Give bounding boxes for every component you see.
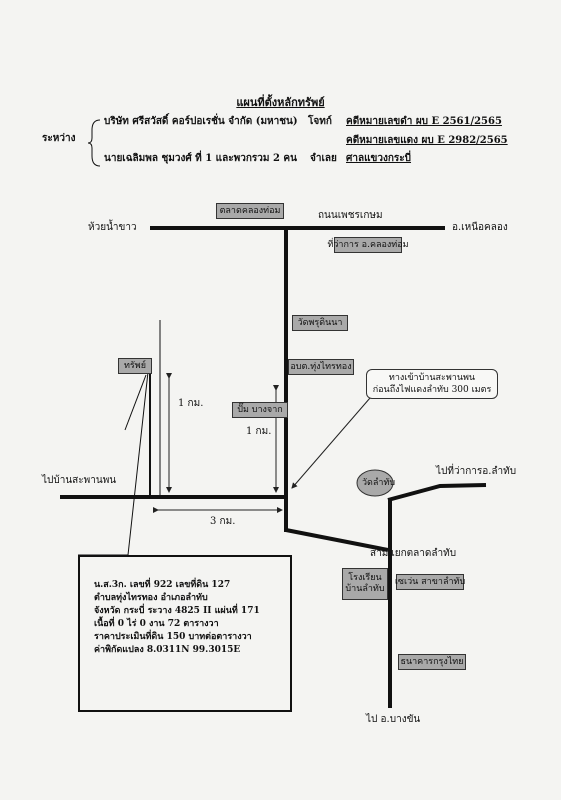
landmark-gas-station: ปั๊ม บางจาก [232,402,288,418]
case-black-number: คดีหมายเลขดำ ผบ E 2561/2565 [346,116,502,127]
between-label: ระหว่าง [42,133,76,144]
plaintiff-name: บริษัท ศรีสวัสดิ์ คอร์ปอเรชั่น จำกัด (มห… [104,116,298,127]
deed-line-2: ตำบลทุ่งไทรทอง อำเภอลำทับ [94,593,208,603]
road-diagonal [285,528,389,552]
deed-line-5: ราคาประเมินที่ดิน 150 บาทต่อตารางวา [94,632,252,642]
landmark-temple-lamthap: วัดลำทับ [362,478,396,488]
deed-line-6: ค่าพิกัดแปลง 8.0311N 99.3015E [94,645,241,655]
defendant-name: นายเฉลิมพล ชุมวงศ์ ที่ 1 และพวกรวม 2 คน [104,153,297,164]
page-title: แผนที่ตั้งหลักทรัพย์ [236,96,325,109]
landmark-market: ตลาดคลองท่อม [216,203,284,219]
school-line-1: โรงเรียน [348,573,382,583]
label-lamthap-junction: สามแยกตลาดลำทับ [370,548,457,559]
label-huai-nam-khao: ห้วยน้ำขาว [88,222,137,233]
line-property-pointer [124,374,147,431]
deed-line-4: เนื้อที่ 0 ไร่ 0 งาน 72 ตารางวา [94,619,219,629]
callout-line-2: ก่อนถึงไฟแดงลำทับ 300 เมตร [372,385,492,395]
brace [88,119,101,167]
road-to-lamthap [387,483,487,502]
distance-vertical-right: 1 กม. [246,426,272,437]
distance-vertical-left: 1 กม. [178,398,204,409]
label-phetkasem-road: ถนนเพชรเกษม [318,210,383,221]
label-to-saphan-phon: ไปบ้านสะพานพน [42,475,117,486]
school-line-2: บ้านลำทับ [345,584,385,594]
defendant-role: จำเลย [310,153,337,164]
deed-info-box: น.ส.3ก. เลขที่ 922 เลขที่ดิน 127 ตำบลทุ่… [78,555,292,712]
court-name: ศาลแขวงกระบี่ [346,153,412,164]
label-to-lamthap-office: ไปที่ว่าการอ.ลำทับ [436,466,517,477]
landmark-krungthai-bank: ธนาคารกรุงไทย [398,654,466,670]
landmark-school: โรงเรียน บ้านลำทับ [342,568,388,600]
label-to-bang-khan: ไป อ.บางขัน [366,714,421,725]
temple-lamthap-ellipse [356,469,394,497]
deed-pointer [78,371,149,556]
landmark-property: ทรัพย์ [118,358,152,374]
landmark-seven-eleven: เซเว่น สาขาลำทับ [395,574,465,590]
landmark-district-office: ที่ว่าการ อ.คลองท่อม [327,237,409,253]
callout-line-1: ทางเข้าบ้านสะพานพน [388,373,476,383]
deed-line-3: จังหวัด กระบี่ ระวาง 4825 II แผ่นที่ 171 [94,606,260,616]
callout-bubble: ทางเข้าบ้านสะพานพน ก่อนถึงไฟแดงลำทับ 300… [366,369,498,399]
label-nuea-khlong: อ.เหนือคลอง [452,222,508,233]
landmark-temple-pru: วัดพรุดินนา [292,315,348,331]
callout-arrow [291,397,371,489]
landmark-tambon-office: อบต.ทุ่งไทรทอง [288,359,354,375]
distance-horizontal: 3 กม. [210,516,236,527]
deed-line-1: น.ส.3ก. เลขที่ 922 เลขที่ดิน 127 [94,580,231,590]
case-red-number: คดีหมายเลขแดง ผบ E 2982/2565 [346,135,508,146]
plaintiff-role: โจทก์ [308,116,332,127]
